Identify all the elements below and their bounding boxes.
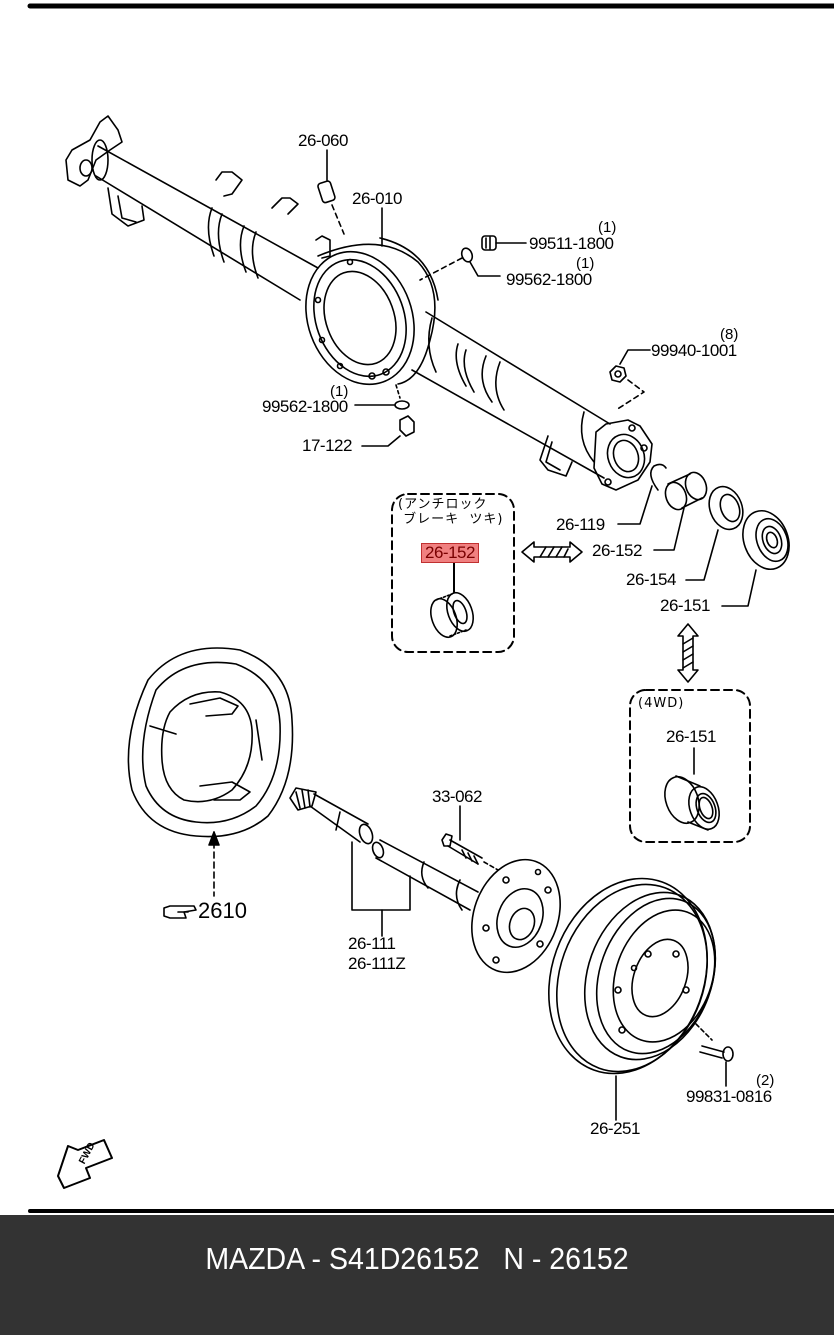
brake-backing-plate <box>127 647 294 897</box>
part-label-26-119[interactable]: 26-119 <box>556 515 605 534</box>
part-label-26-111[interactable]: 26-111 <box>348 934 396 953</box>
pointing-hand-icon <box>163 905 197 919</box>
qty-99562-low: (1) <box>330 383 349 400</box>
part-label-33-062[interactable]: 33-062 <box>432 787 482 806</box>
part-label-26-010[interactable]: 26-010 <box>352 189 402 208</box>
abs-option-box <box>391 493 515 653</box>
part-label-26-251[interactable]: 26-251 <box>590 1119 640 1138</box>
brake-drum <box>548 877 717 1121</box>
alternative-arrow-horizontal <box>521 541 583 563</box>
alternative-arrow-vertical <box>677 623 699 683</box>
qty-99562-top: (1) <box>576 255 595 272</box>
part-label-26-152[interactable]: 26-152 <box>592 541 642 560</box>
abs-option-note: (アンチロック ブレーキ ツキ) <box>398 497 504 527</box>
drain-plug <box>419 235 527 281</box>
caption-bar: MAZDA - S41D26152 N - 26152 <box>0 1215 834 1335</box>
oil-seal <box>685 485 744 581</box>
4wd-option-box <box>629 689 751 843</box>
qty-99831: (2) <box>756 1072 775 1089</box>
axle-housing <box>65 115 653 491</box>
part-label-99940-1001[interactable]: 99940-1001 <box>651 341 737 360</box>
abs-sensor-rotor <box>430 591 474 639</box>
part-label-26-111z[interactable]: 26-111Z <box>348 954 406 973</box>
forward-direction-arrow <box>57 1139 113 1189</box>
part-number-caption: MAZDA - S41D26152 N - 26152 <box>205 1241 629 1276</box>
4wd-bearing <box>664 775 720 831</box>
drum-screw <box>695 1023 734 1087</box>
part-label-26-151[interactable]: 26-151 <box>660 596 710 615</box>
part-label-99831-0816[interactable]: 99831-0816 <box>686 1087 772 1106</box>
wheel-bearing <box>721 510 790 607</box>
part-label-26-154[interactable]: 26-154 <box>626 570 676 589</box>
hub-bolt <box>441 805 499 871</box>
qty-99940: (8) <box>720 326 739 343</box>
part-label-99562-1800-low[interactable]: 99562-1800 <box>262 397 348 416</box>
qty-99511: (1) <box>598 219 617 236</box>
part-label-17-122[interactable]: 17-122 <box>302 436 352 455</box>
4wd-option-note: (4WD) <box>638 696 685 711</box>
parts-diagram <box>27 3 834 1213</box>
part-label-99511-1800[interactable]: 99511-1800 <box>529 234 614 253</box>
part-label-26-151-4wd[interactable]: 26-151 <box>666 727 716 746</box>
ref-group-2610[interactable]: 2610 <box>198 898 247 923</box>
axle-shaft <box>289 787 479 937</box>
hub-nut <box>609 349 651 411</box>
highlighted-part-26-152[interactable]: 26-152 <box>421 543 479 563</box>
breather-plug <box>317 149 345 235</box>
sensor-rotor <box>653 471 708 551</box>
snap-ring <box>650 463 667 491</box>
axle-hub-flange <box>471 858 561 974</box>
part-label-26-060[interactable]: 26-060 <box>298 131 348 150</box>
part-label-99562-1800-top[interactable]: 99562-1800 <box>506 270 592 289</box>
filler-plug <box>354 384 415 447</box>
